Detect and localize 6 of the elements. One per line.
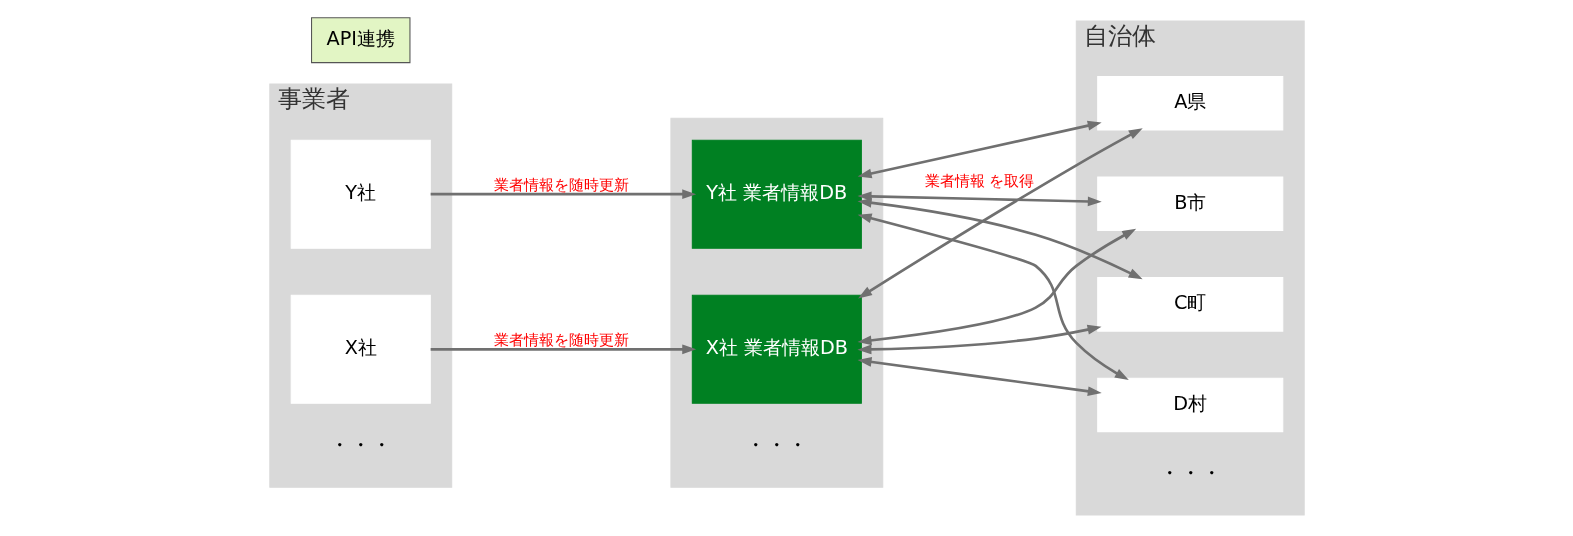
label: ・・・ [328,431,392,457]
label: ・・・ [1158,459,1222,485]
edge-label: 業者情報 を取得 [924,171,1034,190]
edge-label: 業者情報を随時更新 [493,176,629,195]
edge-label: 業者情報を随時更新 [493,331,629,350]
label: ・・・ [744,431,808,457]
